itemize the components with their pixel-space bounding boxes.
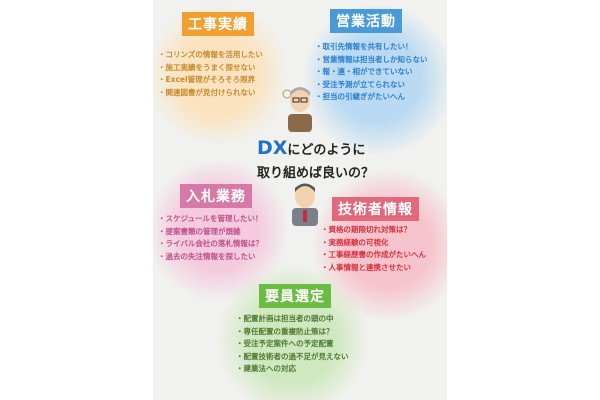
list-item: 施工実績をうまく探せない bbox=[158, 62, 263, 75]
list-item: Excel管理がそろそろ限界 bbox=[158, 74, 263, 87]
list-item: 提案書類の管理が煩雑 bbox=[158, 226, 263, 239]
staffing-list: 配置計画は担当者の頭の中 専任配置の重複防止策は？ 受注予定案件への予定配置 配… bbox=[236, 313, 349, 376]
dx-highlight: DX bbox=[257, 137, 288, 159]
list-item: 過去の失注情報を探したい bbox=[158, 251, 263, 264]
sales-title: 営業活動 bbox=[330, 9, 402, 33]
list-item: 担当の引継ぎがたいへん bbox=[315, 91, 428, 104]
list-item: 関連図書が見付けられない bbox=[158, 87, 263, 100]
center-question-line2: 取り組めば良いの？ bbox=[257, 166, 375, 181]
engineers-list: 資格の期限切れ対策は？ 実務経験の可視化 工事経歴書の作成がたいへん 人事情報と… bbox=[321, 224, 427, 275]
engineers-title: 技術者情報 bbox=[332, 197, 419, 221]
bidding-list: スケジュールを管理したい！ 提案書類の管理が煩雑 ライバル会社の落札情報は？ 過… bbox=[158, 213, 263, 263]
list-item: ライバル会社の落札情報は？ bbox=[158, 238, 263, 251]
worried-man-illustration bbox=[282, 87, 312, 132]
list-item: 受注予定案件への予定配置 bbox=[236, 338, 349, 351]
list-item: 人事情報と連携させたい bbox=[321, 262, 426, 275]
list-item: スケジュールを管理したい！ bbox=[158, 213, 263, 226]
construction-list: コリンズの情報を活用したい 施工実績をうまく探せない Excel管理がそろそろ限… bbox=[158, 49, 263, 99]
staffing-title: 要員選定 bbox=[259, 284, 331, 308]
list-item: 建業法への対応 bbox=[236, 363, 349, 376]
phone-man-illustration bbox=[292, 183, 318, 226]
list-item: 実務経験の可視化 bbox=[321, 237, 426, 250]
construction-title: 工事実績 bbox=[182, 12, 254, 36]
list-item: 配置計画は担当者の頭の中 bbox=[236, 313, 349, 326]
list-item: 取引先情報を共有したい！ bbox=[315, 41, 428, 54]
list-item: 受注予測が立てられない bbox=[315, 79, 428, 92]
center-question-line1: DXにどのように bbox=[257, 137, 366, 159]
list-item: 工事経歴書の作成がたいへん bbox=[321, 249, 427, 262]
list-item: 資格の期限切れ対策は？ bbox=[321, 224, 426, 237]
list-item: 報・連・相ができていない bbox=[315, 66, 428, 79]
bidding-title: 入札業務 bbox=[180, 184, 252, 208]
infographic: 工事実績 コリンズの情報を活用したい 施工実績をうまく探せない Excel管理が… bbox=[153, 0, 447, 400]
list-item: 専任配置の重複防止策は？ bbox=[236, 326, 349, 339]
sales-list: 取引先情報を共有したい！ 営業情報は担当者しか知らない 報・連・相ができていない… bbox=[315, 41, 428, 104]
list-item: コリンズの情報を活用したい bbox=[158, 49, 263, 62]
list-item: 営業情報は担当者しか知らない bbox=[315, 54, 428, 67]
list-item: 配置技術者の過不足が見えない bbox=[236, 351, 349, 364]
